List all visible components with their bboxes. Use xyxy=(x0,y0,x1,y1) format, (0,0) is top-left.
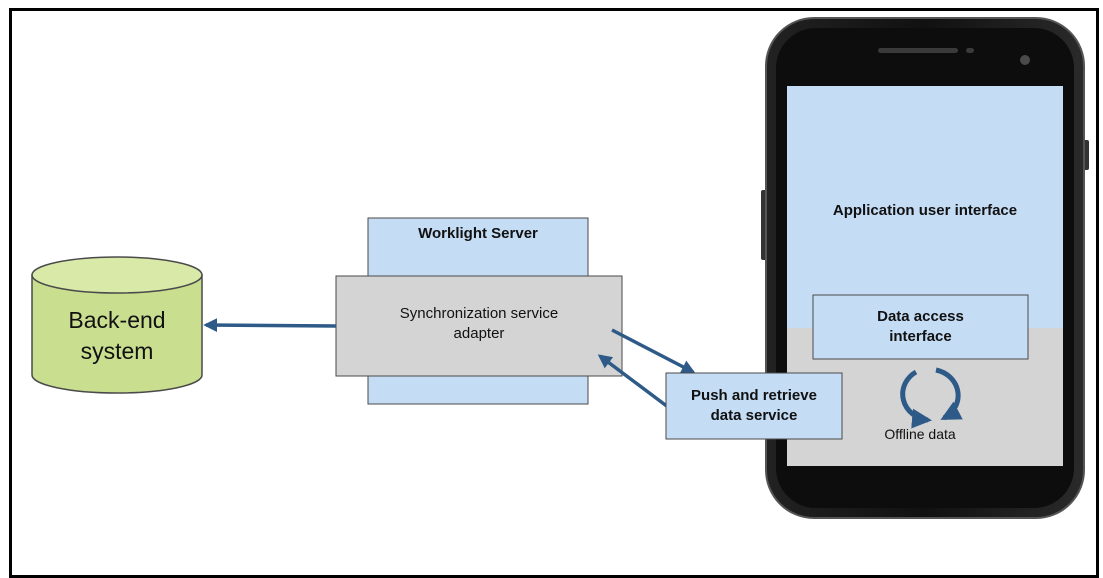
arrow-adapter-to-push xyxy=(611,328,696,374)
data-access-label: Data access interface xyxy=(877,307,964,345)
sync-cycle-icon xyxy=(900,367,963,429)
arrows xyxy=(203,318,696,415)
push-retrieve-box xyxy=(665,372,843,440)
screen-upper xyxy=(787,86,1063,328)
arrow-push-to-adapter xyxy=(597,354,678,415)
front-camera-icon xyxy=(1020,55,1030,65)
phone-device xyxy=(761,17,1089,519)
speaker-grille xyxy=(878,48,958,53)
worklight-server-title: Worklight Server xyxy=(418,224,538,242)
backend-label: Back-end system xyxy=(68,306,166,364)
offline-data-label: Offline data xyxy=(884,425,956,442)
sync-adapter-label: Synchronization service adapter xyxy=(399,304,559,342)
data-access-box xyxy=(812,294,1029,360)
push-retrieve-label: Push and retrieve data service xyxy=(691,386,817,424)
cylinder-top xyxy=(31,256,203,294)
sensor-dot xyxy=(966,48,974,53)
app-ui-label: Application user interface xyxy=(832,201,1018,219)
cylinder-body xyxy=(31,274,203,394)
arrow-adapter-to-backend xyxy=(203,318,337,333)
backend-cylinder xyxy=(31,256,203,394)
